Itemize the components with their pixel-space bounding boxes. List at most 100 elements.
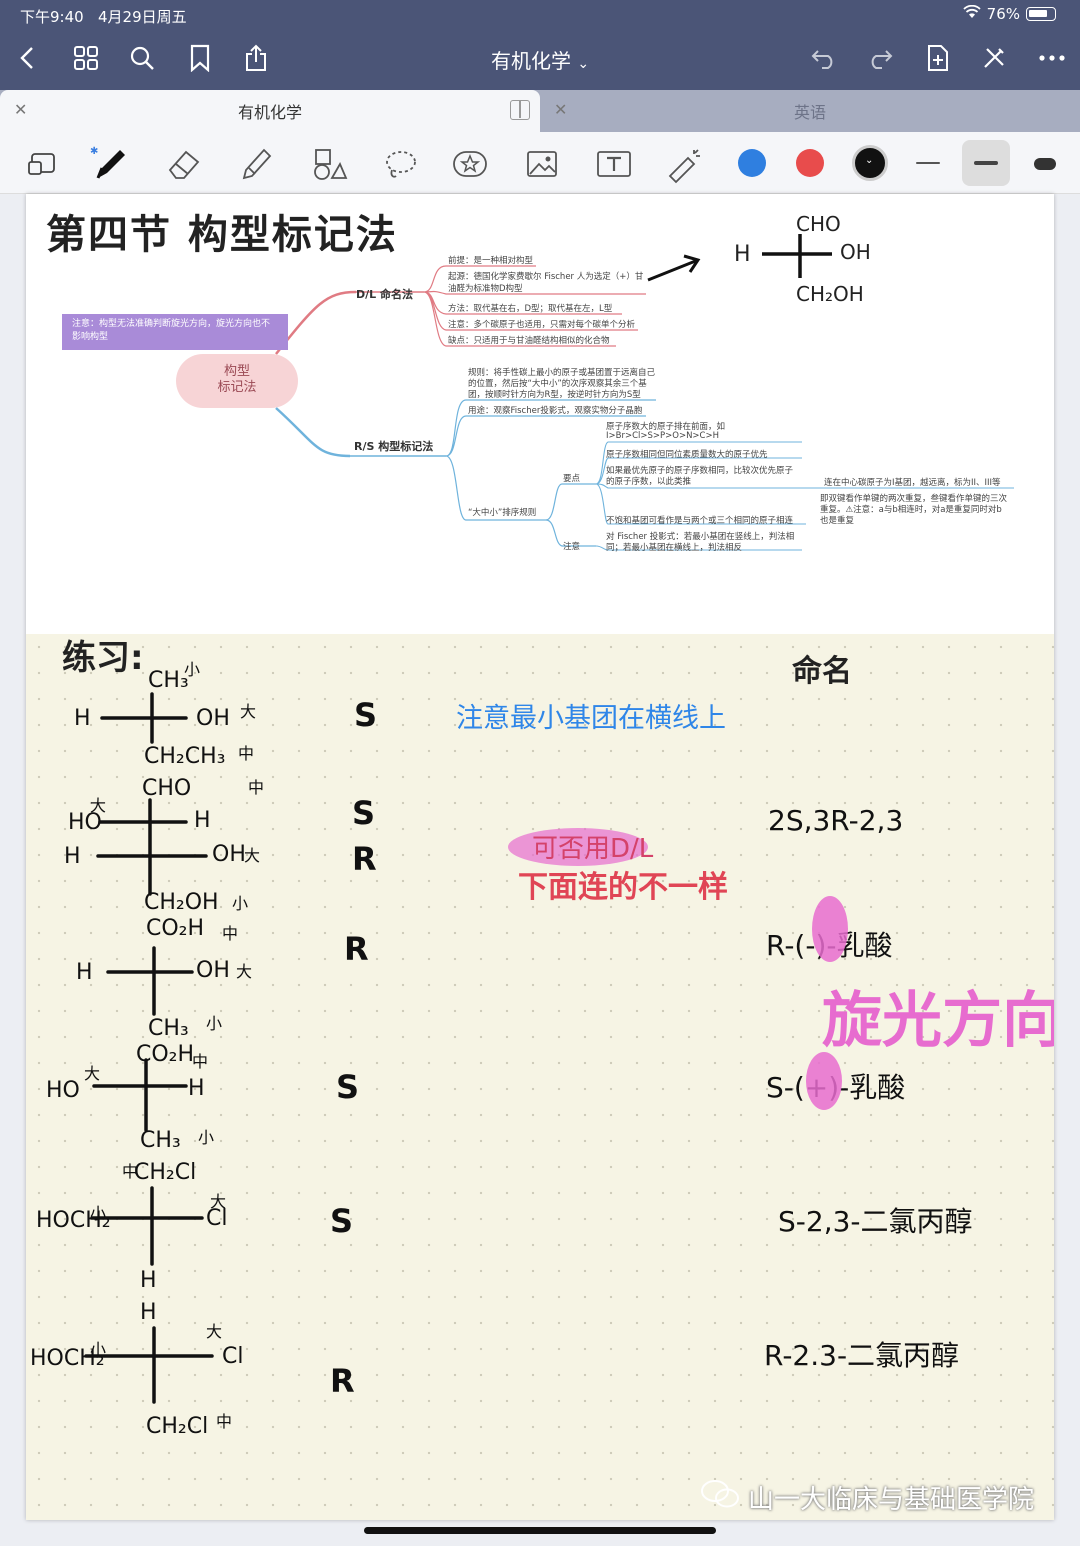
mol5-top-tag: 中 bbox=[122, 1162, 139, 1181]
stroke-medium-line bbox=[974, 161, 998, 165]
mindmap-dl-item: 注意：多个碳原子也适用，只需对每个碳单个分析 bbox=[448, 320, 636, 330]
document-title-button[interactable]: 有机化学 ⌄ bbox=[491, 49, 589, 73]
mol6-bottom-tag: 中 bbox=[216, 1412, 233, 1431]
mindmap-rs-node: R/S 构型标记法 bbox=[354, 440, 434, 453]
stroke-thick-option[interactable] bbox=[1034, 158, 1056, 170]
status-indicators: 76% bbox=[963, 4, 1056, 23]
shapes-icon[interactable] bbox=[308, 144, 348, 184]
mol3-right: OH bbox=[196, 958, 230, 983]
mol6-top: H bbox=[140, 1300, 157, 1325]
close-icon[interactable]: ✕ bbox=[554, 100, 568, 119]
mindmap-key-item: 也是重复 bbox=[820, 516, 855, 526]
back-icon[interactable] bbox=[10, 40, 46, 76]
split-view-icon[interactable] bbox=[510, 100, 530, 120]
mindmap-center-node: 构型 标记法 bbox=[176, 354, 298, 408]
mindmap-key-item: 重复。⚠注意：a与b相连时，对a是重复同时对b bbox=[820, 505, 1002, 515]
battery-icon bbox=[1026, 7, 1056, 21]
grid-icon[interactable] bbox=[68, 40, 104, 76]
mol4-bottom: CH₃ bbox=[140, 1128, 181, 1153]
mol2-top-tag: 中 bbox=[248, 778, 265, 797]
lasso-icon[interactable] bbox=[380, 144, 420, 184]
mol6-right: Cl bbox=[222, 1344, 244, 1369]
tab-organic-chemistry[interactable]: ✕ 有机化学 bbox=[0, 90, 540, 132]
mol2-answer2: R bbox=[352, 840, 377, 878]
zoom-icon[interactable] bbox=[22, 144, 62, 184]
mindmap-key-item: 如果最优先原子的原子序数相同，比较次优先原子 bbox=[606, 466, 794, 476]
mol1-right: OH bbox=[196, 706, 230, 731]
home-indicator[interactable] bbox=[364, 1527, 716, 1534]
mol1-answer: S bbox=[354, 696, 378, 734]
mol2-left1: HO bbox=[68, 810, 102, 835]
naming-title: 命名 bbox=[792, 654, 852, 689]
exercise-area bbox=[26, 634, 1054, 1520]
color-black-swatch[interactable]: ⌄ bbox=[852, 145, 888, 181]
status-clock: 下午9:40 bbox=[20, 8, 84, 26]
mindmap-key-item: 连在中心碳原子为I基团，越远离，标为II、III等 bbox=[824, 478, 1001, 488]
watermark-text: 山一大临床与基础医学院 bbox=[748, 1485, 1035, 1515]
pink-highlight bbox=[508, 828, 648, 866]
red-annotation-2: 下面连的不一样 bbox=[518, 870, 728, 905]
mindmap-rs-rule: 规则：将手性碳上最小的原子或基团置于远离自己 bbox=[468, 368, 656, 378]
mol5-answer: S bbox=[330, 1202, 354, 1240]
mol2-right2: OH bbox=[212, 842, 246, 867]
battery-percent: 76% bbox=[986, 5, 1020, 23]
share-icon[interactable] bbox=[238, 40, 274, 76]
chevron-down-icon: ⌄ bbox=[577, 56, 590, 72]
mindmap-note-item: 对 Fischer 投影式：若最小基团在竖线上，判法相 bbox=[606, 532, 795, 542]
sticker-icon[interactable] bbox=[450, 144, 490, 184]
mol4-left-tag: 大 bbox=[84, 1064, 101, 1083]
tab-bar: ✕ 有机化学 ✕ 英语 bbox=[0, 90, 1080, 132]
color-blue-swatch[interactable] bbox=[738, 149, 766, 177]
mol2-right2-tag: 大 bbox=[244, 846, 261, 865]
fischer-right-group: OH bbox=[840, 240, 871, 264]
mol3-top-tag: 中 bbox=[222, 924, 239, 943]
color-red-swatch[interactable] bbox=[796, 149, 824, 177]
highlighter-icon[interactable] bbox=[236, 144, 276, 184]
mindmap-rs-rule: 团，按顺时针方向为R型，按逆时针方向为S型 bbox=[468, 390, 641, 400]
tab-label: 有机化学 bbox=[237, 103, 302, 122]
pen-off-icon[interactable] bbox=[976, 40, 1012, 76]
image-icon[interactable] bbox=[522, 144, 562, 184]
more-icon[interactable] bbox=[1034, 40, 1070, 76]
pink-annotation: 旋光方向 bbox=[822, 986, 1054, 1056]
stroke-thin-option[interactable] bbox=[916, 162, 940, 164]
mindmap-center-label: 构型 标记法 bbox=[217, 364, 257, 395]
mol6-name: R-2.3-二氯丙醇 bbox=[764, 1339, 960, 1372]
mol2-name: 2S,3R-2,3 bbox=[768, 804, 904, 837]
close-icon[interactable]: ✕ bbox=[14, 100, 28, 119]
pink-highlight bbox=[812, 896, 848, 962]
mol5-left: HOCH₂ bbox=[36, 1208, 111, 1233]
notebook-page[interactable]: 第四节 构型标记法 CHO H OH CH₂OH 注意：构型无法准确判断旋光方向… bbox=[26, 194, 1054, 1520]
mol1-left: H bbox=[74, 706, 91, 731]
mol5-right: Cl bbox=[206, 1206, 228, 1231]
mol2-left1-tag: 大 bbox=[90, 796, 107, 815]
add-page-icon[interactable] bbox=[920, 40, 956, 76]
mindmap-dl-item: 前提：是一种相对构型 bbox=[448, 256, 534, 266]
status-time: 下午9:40 4月29日周五 bbox=[20, 6, 187, 27]
text-icon[interactable] bbox=[594, 144, 634, 184]
tab-english[interactable]: ✕ 英语 bbox=[540, 90, 1080, 132]
eraser-icon[interactable] bbox=[164, 144, 204, 184]
mol6-left: HOCH₂ bbox=[30, 1346, 105, 1371]
bookmark-icon[interactable] bbox=[182, 40, 218, 76]
mol5-top: CH₂Cl bbox=[134, 1160, 197, 1185]
search-icon[interactable] bbox=[124, 40, 160, 76]
mol6-bottom: CH₂Cl bbox=[146, 1414, 209, 1439]
stroke-medium-option[interactable] bbox=[962, 140, 1010, 186]
blue-annotation: 注意最小基团在横线上 bbox=[456, 703, 726, 734]
undo-icon[interactable] bbox=[806, 40, 842, 76]
laser-pointer-icon[interactable] bbox=[664, 144, 704, 184]
chevron-down-icon: ⌄ bbox=[865, 155, 874, 166]
pen-icon[interactable]: ✱ bbox=[90, 144, 130, 184]
document-title-text: 有机化学 bbox=[490, 49, 571, 73]
mindmap-rs-use: 用途：观察Fischer投影式，观察实物分子晶胞 bbox=[468, 406, 643, 416]
mol1-top: CH₃ bbox=[148, 668, 189, 693]
mol5-name: S-2,3-二氯丙醇 bbox=[778, 1205, 973, 1238]
fischer-top-group: CHO bbox=[796, 212, 841, 236]
mindmap-dl-item: 缺点：只适用于与甘油醛结构相似的化合物 bbox=[448, 336, 610, 346]
mol2-bottom-tag: 小 bbox=[232, 894, 249, 913]
mol4-left: HO bbox=[46, 1078, 80, 1103]
mindmap-key-item: 原子序数大的原子排在前面，如 bbox=[606, 422, 726, 432]
redo-icon[interactable] bbox=[862, 40, 898, 76]
mindmap-dl-item: 油醛为标准物D构型 bbox=[448, 284, 523, 294]
